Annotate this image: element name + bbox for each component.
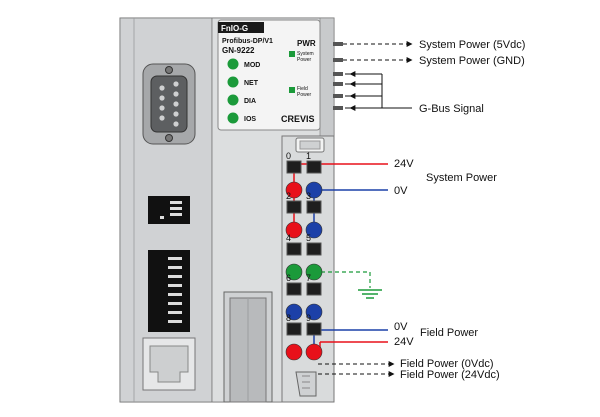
release-latch <box>223 291 273 403</box>
terminal-number-1: 1 <box>306 151 311 161</box>
led-dia <box>227 94 239 106</box>
terminal-number-7: 7 <box>306 273 311 283</box>
module-label-panel: FnIO-G Profibus-DP/V1 GN-9222 PWR System… <box>217 19 321 131</box>
terminal-grid: 0 1 2 3 4 5 6 7 8 9 <box>285 151 323 361</box>
terminal-connector-3[interactable] <box>305 221 323 239</box>
label-0v-system: 0V <box>394 185 408 197</box>
field-power-led-label-2: Power <box>297 92 312 98</box>
terminal-number-5: 5 <box>306 233 311 243</box>
terminal-connector-9[interactable] <box>305 343 323 361</box>
field-power-led-label-1: Field <box>297 86 308 92</box>
system-power-led-label-1: System <box>297 51 314 57</box>
label-field-power-0vdc: Field Power (0Vdc) <box>400 358 494 370</box>
led-dia-label: DIA <box>244 98 256 105</box>
terminal-number-0: 0 <box>286 151 291 161</box>
led-ios-label: IOS <box>244 116 256 123</box>
label-field-power-24vdc: Field Power (24Vdc) <box>400 369 500 381</box>
system-power-led-label-2: Power <box>297 57 312 63</box>
dsub-connector <box>142 63 196 145</box>
label-24v-system: 24V <box>394 158 414 170</box>
led-ios <box>227 112 239 124</box>
terminal-number-3: 3 <box>306 191 311 201</box>
terminal-number-9: 9 <box>306 313 311 323</box>
model-label: GN-9222 <box>222 46 255 55</box>
terminal-slot-5[interactable] <box>306 242 322 256</box>
terminal-slot-3[interactable] <box>306 200 322 214</box>
field-power-led <box>289 87 295 93</box>
terminal-connector-2[interactable] <box>285 221 303 239</box>
terminal-slot-9[interactable] <box>306 322 322 336</box>
system-power-led <box>289 51 295 57</box>
address-dip-switch-small <box>148 196 190 224</box>
terminal-slot-0[interactable] <box>286 160 302 174</box>
terminal-connector-0[interactable] <box>285 181 303 199</box>
label-system-power: System Power <box>426 172 497 184</box>
module-right-edge <box>319 17 335 144</box>
terminal-connector-4[interactable] <box>285 263 303 281</box>
terminal-connector-5[interactable] <box>305 263 323 281</box>
terminal-number-8: 8 <box>286 313 291 323</box>
gbus-contacts <box>333 42 343 110</box>
led-net <box>227 76 239 88</box>
terminal-slot-1[interactable] <box>306 160 322 174</box>
pwr-label: PWR <box>297 39 316 48</box>
terminal-connector-7[interactable] <box>305 303 323 321</box>
terminal-number-6: 6 <box>286 273 291 283</box>
brand-tag: FnIO-G <box>221 24 248 33</box>
terminal-connector-1[interactable] <box>305 181 323 199</box>
led-mod <box>227 58 239 70</box>
protocol-label: Profibus-DP/V1 <box>222 38 273 45</box>
terminal-connector-6[interactable] <box>285 303 303 321</box>
rj45-port <box>142 337 196 391</box>
terminal-slot-8[interactable] <box>286 322 302 336</box>
label-system-power-gnd: System Power (GND) <box>419 55 525 67</box>
terminal-slot-7[interactable] <box>306 282 322 296</box>
address-dip-switch-large <box>148 250 190 332</box>
label-gbus-signal: G-Bus Signal <box>419 103 484 115</box>
label-24v-field: 24V <box>394 336 414 348</box>
label-system-power-5vdc: System Power (5Vdc) <box>419 39 525 51</box>
label-0v-field: 0V <box>394 321 408 333</box>
maker-label: CREVIS <box>281 114 315 124</box>
terminal-slot-6[interactable] <box>286 282 302 296</box>
led-mod-label: MOD <box>244 62 260 69</box>
led-net-label: NET <box>244 80 259 87</box>
terminal-number-4: 4 <box>286 233 291 243</box>
terminal-slot-4[interactable] <box>286 242 302 256</box>
terminal-number-2: 2 <box>286 191 291 201</box>
terminal-slot-2[interactable] <box>286 200 302 214</box>
terminal-connector-8[interactable] <box>285 343 303 361</box>
label-field-power: Field Power <box>420 327 478 339</box>
